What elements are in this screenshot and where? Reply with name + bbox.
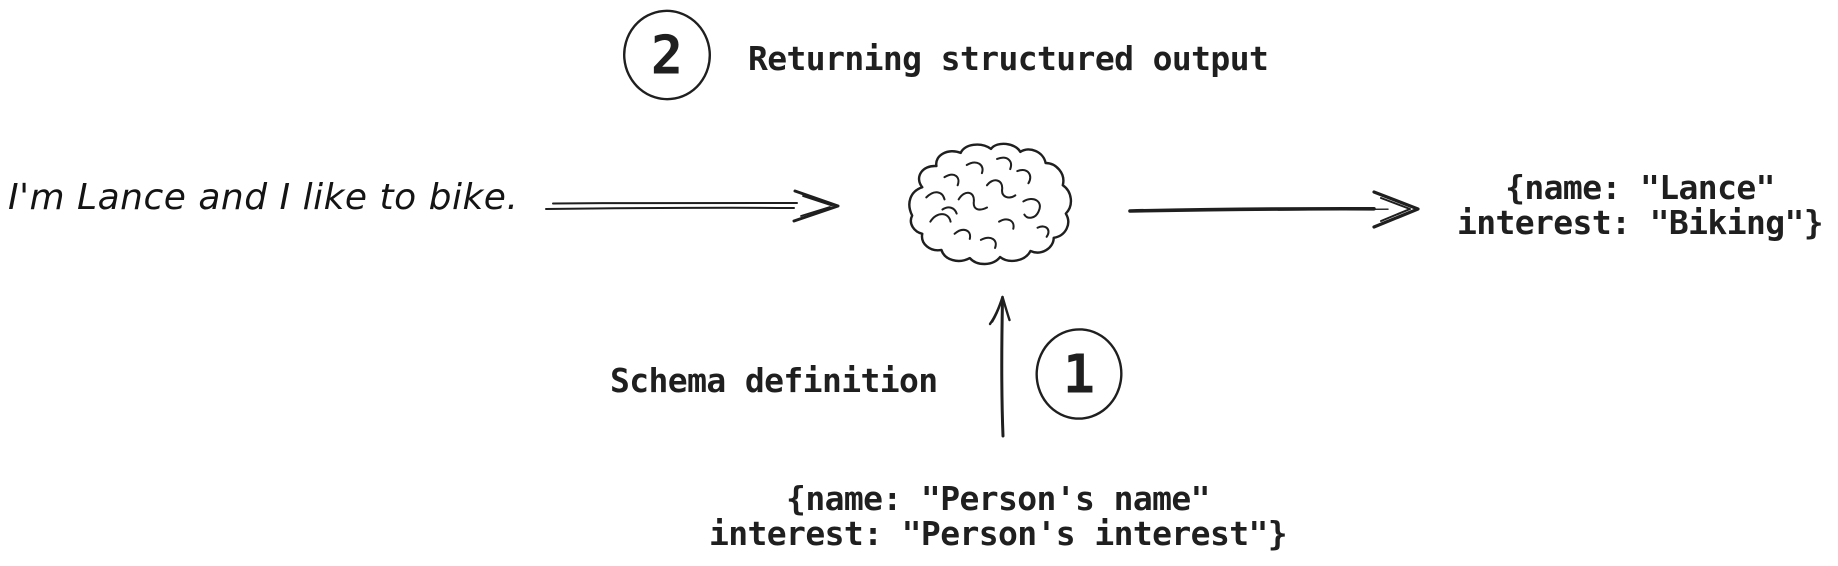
output-json-line2: interest: "Biking"} bbox=[1456, 203, 1824, 242]
brain-icon bbox=[908, 142, 1073, 266]
output-arrow-icon bbox=[1128, 190, 1420, 229]
schema-definition-json: {name: "Person's name" interest: "Person… bbox=[688, 481, 1308, 551]
step-1-badge: 1 bbox=[1035, 328, 1123, 420]
badge-circle bbox=[1035, 328, 1123, 420]
step-2-number: 2 bbox=[651, 23, 683, 86]
structured-output-json: {name: "Lance" interest: "Biking"} bbox=[1442, 170, 1838, 240]
schema-definition-label: Schema definition bbox=[610, 361, 938, 400]
output-json-line1: {name: "Lance" bbox=[1505, 168, 1775, 207]
schema-arrow-up-icon bbox=[988, 295, 1011, 438]
schema-json-line1: {name: "Person's name" bbox=[786, 479, 1210, 518]
step-2-badge: 2 bbox=[623, 9, 711, 101]
step-1-number: 1 bbox=[1063, 342, 1095, 405]
schema-json-line2: interest: "Person's interest"} bbox=[708, 514, 1288, 553]
input-arrow-icon bbox=[545, 189, 840, 223]
diagram-title: Returning structured output bbox=[748, 39, 1269, 78]
user-input-text: I'm Lance and I like to bike. bbox=[8, 177, 519, 218]
